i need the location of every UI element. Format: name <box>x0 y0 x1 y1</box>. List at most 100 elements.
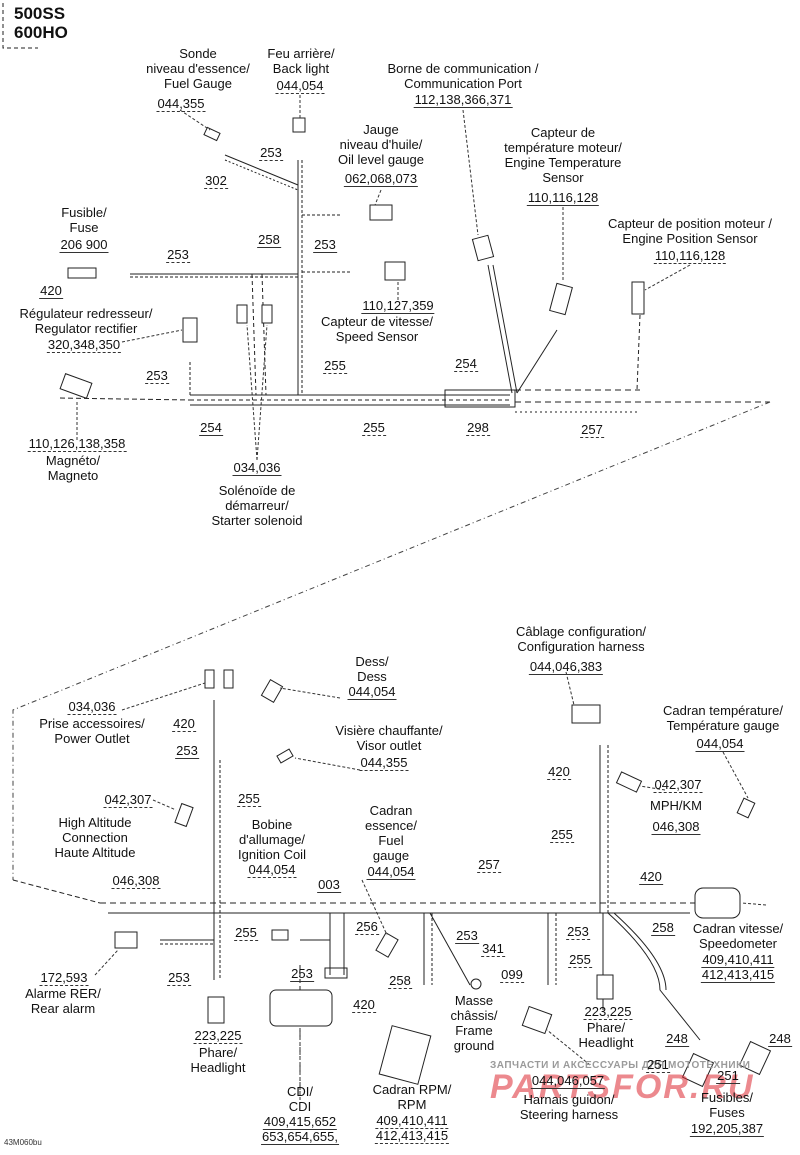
callout-099[interactable]: 099 <box>500 967 524 983</box>
label-line: Starter solenoid <box>211 513 303 528</box>
callout-248[interactable]: 248 <box>768 1031 792 1047</box>
steering-symbol <box>521 1005 553 1035</box>
callout-255[interactable]: 255 <box>323 358 347 374</box>
callout-248[interactable]: 248 <box>665 1031 689 1047</box>
fuse-label: Fusible/ Fuse <box>61 205 107 235</box>
speedometer-refs[interactable]: 409,410,411 <box>701 952 775 968</box>
mph-km-refs[interactable]: 046,308 <box>651 819 701 835</box>
label-line: Fusibles/ <box>700 1090 754 1105</box>
callout-253[interactable]: 253 <box>167 970 191 986</box>
fuel-gauge-sender-refs[interactable]: 044,355 <box>156 96 206 112</box>
cdi-refs[interactable]: 409,415,652 <box>262 1114 338 1130</box>
callout-253[interactable]: 253 <box>175 743 199 759</box>
lower-harness <box>12 700 740 1100</box>
callout-256[interactable]: 256 <box>355 919 379 935</box>
label-line: Sonde <box>179 46 217 61</box>
callout-253[interactable]: 253 <box>566 924 590 940</box>
label-line: Frame <box>455 1023 493 1038</box>
label-line: Power Outlet <box>54 731 130 746</box>
callout-302[interactable]: 302 <box>204 173 228 189</box>
callout-253[interactable]: 253 <box>145 368 169 384</box>
fuse-refs[interactable]: 206 900 <box>59 237 109 253</box>
label-line: RPM <box>397 1097 427 1112</box>
callout-251[interactable]: 251 <box>716 1068 740 1084</box>
label-line: Phare/ <box>198 1045 238 1060</box>
label-line: Speed Sensor <box>335 329 419 344</box>
engine-temperature-sensor-refs[interactable]: 110,116,128 <box>526 190 600 206</box>
rpm-gauge-refs[interactable]: 412,413,415 <box>374 1128 450 1144</box>
callout-255[interactable]: 255 <box>550 827 574 843</box>
label-line: Fuel <box>378 833 404 848</box>
engine-position-sensor-refs[interactable]: 110,116,128 <box>653 248 727 264</box>
rpm-gauge-refs[interactable]: 409,410,411 <box>375 1113 449 1129</box>
headlight-right-refs[interactable]: 223,225 <box>583 1004 633 1020</box>
oil-level-gauge-refs[interactable]: 062,068,073 <box>343 171 419 187</box>
callout-255[interactable]: 255 <box>234 925 258 941</box>
callout-255[interactable]: 255 <box>568 952 592 968</box>
fuel-gauge-dial-refs[interactable]: 044,054 <box>366 864 416 880</box>
fuses-refs[interactable]: 192,205,387 <box>689 1121 765 1137</box>
visor-outlet-refs[interactable]: 044,355 <box>359 755 409 771</box>
callout-258[interactable]: 258 <box>388 973 412 989</box>
callout-253[interactable]: 253 <box>259 145 283 161</box>
callout-420[interactable]: 420 <box>639 869 663 885</box>
communication-port-refs[interactable]: 112,138,366,371 <box>413 92 513 108</box>
callout-258[interactable]: 258 <box>257 232 281 248</box>
label-line: Capteur de position moteur / <box>607 216 773 231</box>
back-light-symbol <box>292 117 306 133</box>
high-altitude-refs[interactable]: 042,307 <box>103 792 153 808</box>
back-light-refs[interactable]: 044,054 <box>275 78 325 94</box>
back-light-label: Feu arrière/ Back light <box>267 46 334 76</box>
leader-lines <box>76 95 767 1100</box>
speedometer-refs[interactable]: 412,413,415 <box>700 967 776 983</box>
callout-420[interactable]: 420 <box>39 283 63 299</box>
model-frame <box>2 3 38 49</box>
callout-341[interactable]: 341 <box>481 941 505 957</box>
callout-253[interactable]: 253 <box>455 928 479 944</box>
callout-255[interactable]: 255 <box>237 791 261 807</box>
headlight-left-refs[interactable]: 223,225 <box>193 1028 243 1044</box>
callout-420[interactable]: 420 <box>547 764 571 780</box>
callout-253[interactable]: 253 <box>313 237 337 253</box>
callout-257[interactable]: 257 <box>580 422 604 438</box>
callout-254[interactable]: 254 <box>454 356 478 372</box>
mph-km-top-refs[interactable]: 042,307 <box>653 777 703 793</box>
rear-alarm-refs[interactable]: 172,593 <box>39 970 89 986</box>
speed-sensor-refs[interactable]: 110,127,359 <box>361 298 435 314</box>
callout-420[interactable]: 420 <box>172 716 196 732</box>
ignition-coil-label: Bobine d'allumage/ Ignition Coil <box>238 817 306 862</box>
label-line: Headlight <box>578 1035 634 1050</box>
callout-253[interactable]: 253 <box>290 966 314 982</box>
dess-refs[interactable]: 044,054 <box>347 684 397 700</box>
starter-solenoid-refs[interactable]: 034,036 <box>232 460 282 476</box>
label-line: Fusible/ <box>61 205 107 220</box>
solenoid-symbol-2 <box>261 304 273 324</box>
fuel-gauge-dial-label: Cadran essence/ Fuel gauge <box>365 803 417 863</box>
callout-298[interactable]: 298 <box>466 420 490 436</box>
label-line: châssis/ <box>450 1008 498 1023</box>
callout-258[interactable]: 258 <box>651 920 675 936</box>
cdi-refs[interactable]: 653,654,655, <box>261 1129 339 1145</box>
label-line: niveau d'huile/ <box>339 137 423 152</box>
steering-harness-refs[interactable]: 044,046,057 <box>530 1073 606 1089</box>
callout-253[interactable]: 253 <box>166 247 190 263</box>
label-line: Alarme RER/ <box>25 986 101 1001</box>
magneto-refs[interactable]: 110,126,138,358 <box>27 436 127 452</box>
callout-046-308[interactable]: 046,308 <box>111 873 161 889</box>
label-line: Connection <box>62 830 128 845</box>
callout-257[interactable]: 257 <box>477 857 501 873</box>
configuration-harness-refs[interactable]: 044,046,383 <box>528 659 604 675</box>
callout-254[interactable]: 254 <box>199 420 223 436</box>
figure-code: 43M060bu <box>4 1138 42 1147</box>
callout-255[interactable]: 255 <box>362 420 386 436</box>
ignition-coil-refs[interactable]: 044,054 <box>247 862 297 878</box>
callout-251[interactable]: 251 <box>646 1057 670 1073</box>
callout-003[interactable]: 003 <box>317 877 341 893</box>
headlight-right-label: Phare/ Headlight <box>579 1020 634 1050</box>
communication-port-label: Borne de communication / Communication P… <box>387 61 538 91</box>
label-line: Regulator rectifier <box>34 321 138 336</box>
callout-420[interactable]: 420 <box>352 997 376 1013</box>
temperature-gauge-refs[interactable]: 044,054 <box>695 736 745 752</box>
power-outlet-refs[interactable]: 034,036 <box>67 699 117 715</box>
regulator-rectifier-refs[interactable]: 320,348,350 <box>46 337 122 353</box>
